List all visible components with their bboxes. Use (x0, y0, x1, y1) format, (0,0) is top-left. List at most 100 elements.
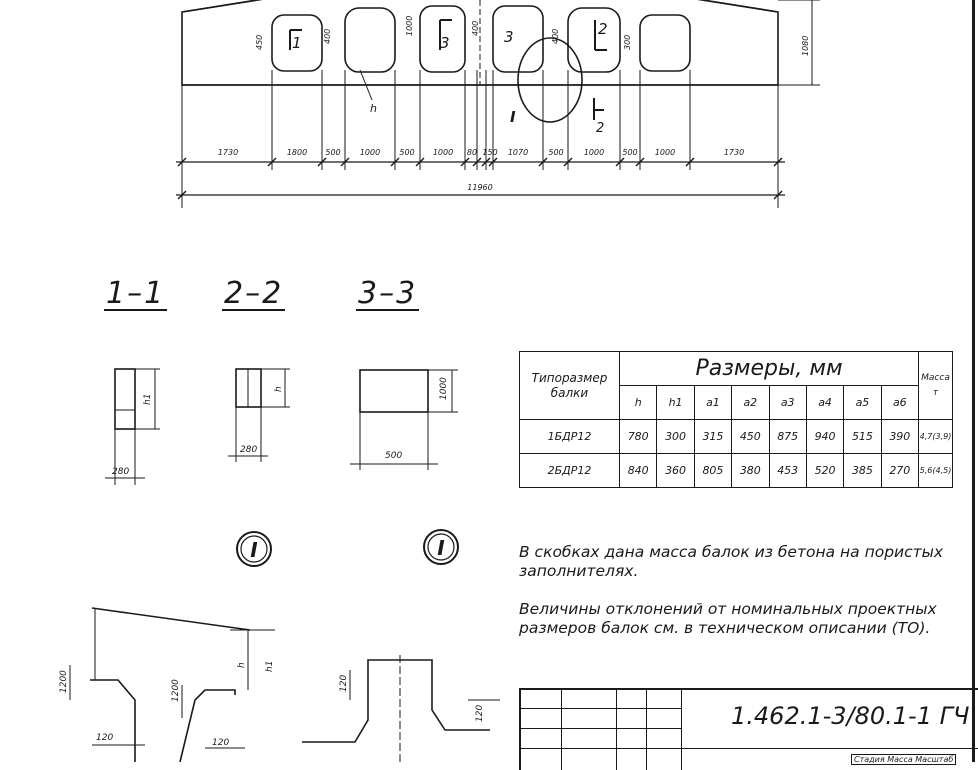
cut-mark-2-bottom: 2 (596, 121, 604, 136)
table-cell: 805 (693, 453, 733, 488)
detail-1-h1: h1 (265, 661, 275, 672)
dim-1730-left: 1730 (218, 148, 238, 157)
dim-1000c: 1000 (584, 148, 604, 157)
opening-6 (639, 14, 691, 72)
beam-dimensions-table: Типоразмер балки Размеры, мм Масса т h h… (519, 351, 953, 488)
section-title-1: 1–1 (104, 276, 168, 311)
document-code: 1.462.1-3/80.1-1 ГЧ (731, 702, 970, 730)
row-mass: 5,6(4,5) (918, 453, 953, 488)
section-2-width: 280 (240, 445, 257, 455)
table-cell: 940 (805, 419, 845, 454)
detail-1-profile (90, 679, 136, 762)
panel-label-3b: 3 (504, 28, 514, 46)
col-a4: a4 (805, 385, 845, 420)
table-cell: 875 (768, 419, 807, 454)
detail-1-dim-d: 120 (212, 738, 229, 748)
col-a1: a1 (693, 385, 733, 420)
detail-2-dim-b: 120 (475, 705, 485, 722)
title-block: 1.462.1-3/80.1-1 ГЧ Стадия Масса Масштаб (519, 688, 978, 770)
detail-1-dim-a: 1200 (59, 670, 69, 693)
detail-2-profile (302, 659, 490, 743)
table-cell: 385 (843, 453, 882, 488)
dim-1000b: 1000 (433, 148, 453, 157)
row-mass: 4,7(3,9) (918, 419, 953, 454)
dim-500c: 500 (548, 148, 563, 157)
header-dimensions: Размеры, мм (619, 351, 919, 386)
opening-1 (271, 14, 323, 72)
section-3-shape (359, 369, 429, 413)
opening-5 (567, 7, 621, 73)
table-row: 2БДР12 840 360 805 380 453 520 385 270 5… (519, 453, 953, 488)
dim-500d: 500 (622, 148, 637, 157)
detail-marker-2: I (437, 536, 445, 560)
height-dim-4: 400 (471, 21, 480, 36)
table-cell: 300 (656, 419, 695, 454)
detail-1-h: h (237, 662, 247, 668)
dim-500b: 500 (399, 148, 414, 157)
detail-marker-1: I (250, 538, 258, 562)
section-3-height: 1000 (439, 377, 449, 400)
table-cell: 450 (731, 419, 770, 454)
dim-1070: 1070 (508, 148, 528, 157)
table-cell: 380 (731, 453, 770, 488)
beam-top-slope-left (181, 0, 263, 13)
table-cell: 270 (880, 453, 920, 488)
h-label: h (370, 102, 377, 115)
section-title-3: 3–3 (356, 276, 420, 311)
row-type: 2БДР12 (519, 453, 620, 488)
table-cell: 840 (618, 453, 658, 488)
note-tolerances: Величины отклонений от номинальных проек… (519, 600, 937, 637)
right-height-dim: 1080 (801, 36, 810, 56)
col-h: h (618, 385, 658, 420)
detail-1-dim-c: 120 (96, 733, 113, 743)
table-cell: 390 (880, 419, 920, 454)
header-type: Типоразмер балки (519, 351, 620, 420)
row-type: 1БДР12 (519, 419, 620, 454)
height-dim-1: 450 (255, 35, 264, 50)
panel-label-1: 1 (292, 34, 302, 52)
dim-1000d: 1000 (655, 148, 675, 157)
section-title-2: 2–2 (222, 276, 286, 311)
dim-1800: 1800 (287, 148, 307, 157)
panel-label-2: 2 (598, 20, 608, 38)
section-2-height: h (274, 386, 284, 392)
section-1-shape (114, 368, 136, 430)
detail-mark-elevation: I (510, 108, 516, 126)
section-1-width: 280 (112, 467, 129, 477)
table-cell: 780 (618, 419, 658, 454)
col-h1: h1 (656, 385, 695, 420)
panel-label-3a: 3 (440, 34, 450, 52)
dim-total: 11960 (467, 183, 492, 192)
table-cell: 453 (768, 453, 807, 488)
dim-150: 150 (482, 148, 497, 157)
detail-2-dim-a: 120 (339, 675, 349, 692)
dim-1730-right: 1730 (724, 148, 744, 157)
dim-1000a: 1000 (360, 148, 380, 157)
height-dim-5: 400 (551, 29, 560, 44)
header-mass: Масса т (918, 351, 953, 420)
section-1-height: h1 (143, 394, 153, 405)
opening-3 (419, 5, 466, 73)
note-mass: В скобках дана масса балок из бетона на … (519, 543, 944, 580)
height-dim-3: 1000 (405, 16, 414, 36)
table-cell: 360 (656, 453, 695, 488)
opening-4 (492, 5, 544, 73)
beam-top-slope-right (697, 0, 779, 13)
table-cell: 520 (805, 453, 845, 488)
opening-2 (344, 7, 396, 73)
table-cell: 315 (693, 419, 733, 454)
sheet-label: Стадия Масса Масштаб (851, 754, 957, 765)
dim-500a: 500 (325, 148, 340, 157)
table-row: 1БДР12 780 300 315 450 875 940 515 390 4… (519, 419, 953, 454)
detail-callout-ring (517, 37, 583, 123)
col-a3: a3 (768, 385, 807, 420)
dim-80: 80 (467, 148, 477, 157)
section-3-width: 500 (385, 451, 402, 461)
col-a6: a6 (880, 385, 920, 420)
height-dim-2: 400 (323, 29, 332, 44)
sheet-border (972, 0, 975, 762)
col-a2: a2 (731, 385, 770, 420)
detail-1-dim-b: 1200 (171, 679, 181, 702)
col-a5: a5 (843, 385, 882, 420)
